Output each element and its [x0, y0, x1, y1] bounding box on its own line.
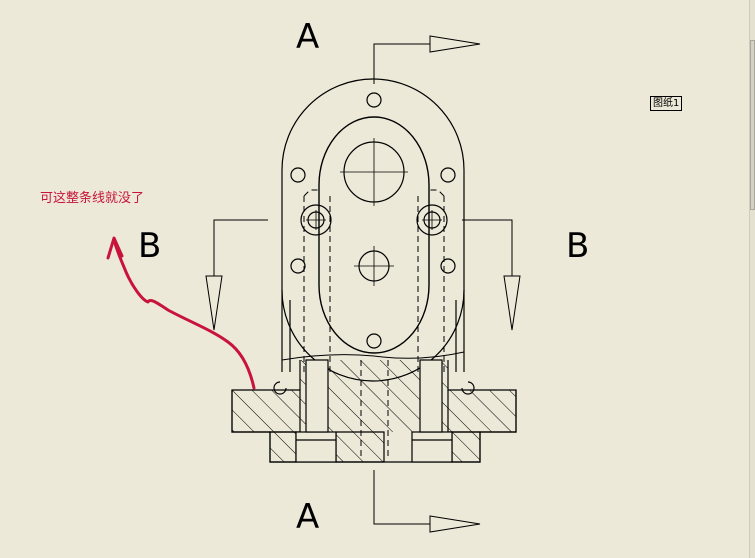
- annotation-arrow: [112, 238, 256, 390]
- bolt-holes: [290, 92, 456, 349]
- pump-body: [281, 78, 465, 382]
- section-arrow-a-top: [373, 35, 481, 84]
- annotation-note: 可这整条线就没了: [40, 191, 145, 206]
- dowel-holes: [300, 204, 448, 236]
- vertical-scrollbar[interactable]: [749, 0, 755, 558]
- shaft-bores: [340, 138, 408, 286]
- section-label-b-right: B: [566, 226, 590, 266]
- sheet-tab[interactable]: 图纸1: [650, 96, 683, 111]
- section-label-a-top: A: [296, 17, 320, 57]
- base-section: [231, 359, 517, 463]
- section-arrow-a-bottom: [373, 470, 481, 533]
- scrollbar-thumb[interactable]: [750, 40, 755, 210]
- section-label-b-left: B: [138, 226, 162, 266]
- section-arrow-b-right: [462, 219, 521, 331]
- section-label-a-bottom: A: [296, 497, 320, 537]
- annotation-arrowhead: [106, 236, 124, 260]
- break-line: [281, 351, 465, 361]
- section-arrow-b-left: [205, 219, 268, 331]
